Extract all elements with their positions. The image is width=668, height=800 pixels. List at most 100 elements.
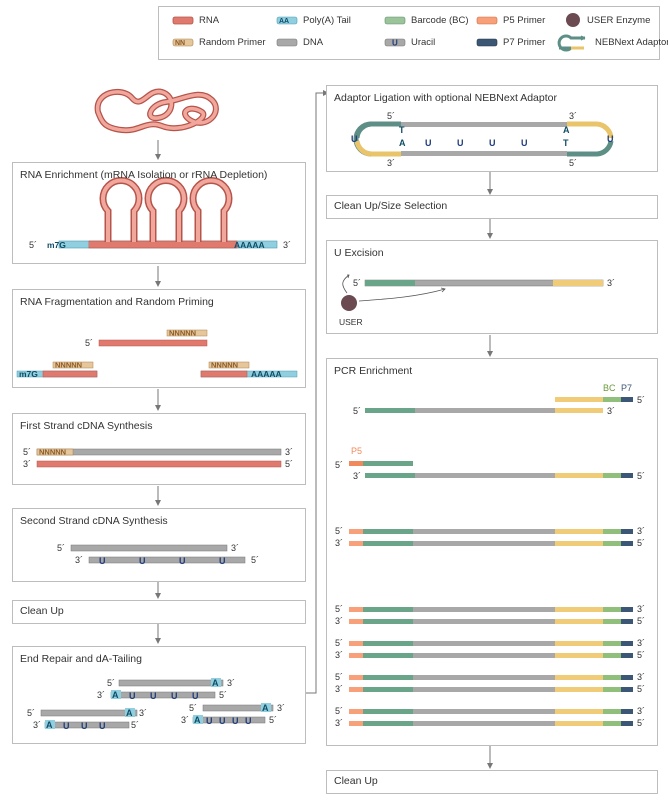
legend-dna-swatch	[276, 38, 298, 47]
svg-text:5´: 5´	[131, 720, 139, 730]
strand-end-label: 5´	[335, 526, 343, 536]
strand-end-label: 5´	[335, 672, 343, 682]
svg-text:NNNNN: NNNNN	[55, 361, 82, 370]
step-title: Adaptor Ligation with optional NEBNext A…	[334, 92, 557, 104]
strand-end-label: 5´	[335, 706, 343, 716]
svg-text:3´: 3´	[97, 690, 105, 700]
svg-text:A: A	[194, 715, 201, 725]
svg-text:5´: 5´	[387, 111, 395, 121]
legend-uracil-label: Uracil	[411, 37, 436, 48]
legend-barcode-label: Barcode (BC)	[411, 15, 469, 26]
strand-end-label: 3´	[335, 538, 343, 548]
svg-text:5´: 5´	[353, 406, 361, 416]
strand-end-label: 5´	[637, 616, 645, 626]
strand-end-label: 5´	[637, 650, 645, 660]
strand-end-label: 3´	[637, 526, 645, 536]
strand-end-label: 3´	[335, 616, 343, 626]
svg-text:T: T	[399, 125, 405, 135]
svg-text:U: U	[139, 556, 146, 566]
fragmentation-diagram: NNNNN 5´ NNNNN m7G NNNNN AAAAA	[16, 329, 298, 379]
svg-text:AA: AA	[279, 18, 289, 25]
strand-end-label: 3´	[637, 706, 645, 716]
step-title: RNA Fragmentation and Random Priming	[20, 296, 214, 308]
svg-text:3´: 3´	[33, 720, 41, 730]
step-second-strand: Second Strand cDNA Synthesis 5´ 3´ 3´ 5´…	[12, 508, 306, 582]
legend-user-enzyme-label: USER Enzyme	[587, 15, 651, 26]
svg-text:A: A	[112, 690, 119, 700]
strand-end-label: 5´	[637, 718, 645, 728]
legend-barcode-swatch	[384, 16, 406, 25]
svg-text:U: U	[457, 138, 464, 148]
svg-text:U: U	[392, 39, 398, 48]
svg-text:U: U	[351, 134, 358, 144]
svg-text:NNNNN: NNNNN	[211, 361, 238, 370]
strand-end-label: 3´	[335, 718, 343, 728]
svg-text:U: U	[219, 716, 226, 726]
step-first-strand: First Strand cDNA Synthesis 5´ NNNNN 3´ …	[12, 413, 306, 485]
svg-text:BC: BC	[603, 383, 616, 393]
legend-polya-label: Poly(A) Tail	[303, 15, 351, 26]
legend-p5-swatch	[476, 16, 498, 25]
step-title: Clean Up	[334, 775, 378, 787]
svg-text:U: U	[607, 134, 614, 144]
legend-glyphs: NN AA U	[172, 13, 586, 52]
strand-end-label: 5´	[637, 538, 645, 548]
step-rna-enrichment: RNA Enrichment (mRNA Isolation or rRNA D…	[12, 162, 306, 264]
svg-text:3´: 3´	[23, 459, 31, 469]
svg-text:5´: 5´	[353, 278, 361, 288]
svg-text:U: U	[489, 138, 496, 148]
svg-text:USER: USER	[339, 317, 363, 327]
svg-text:U: U	[129, 691, 136, 701]
second-strand-diagram: 5´ 3´ 3´ 5´ U U U U	[57, 543, 259, 566]
step-size-selection: Clean Up/Size Selection	[326, 195, 658, 219]
step-pcr-enrichment: PCR Enrichment BC P7 5´ 5´ 3´ P5 5´ 3´	[326, 358, 658, 746]
polya-label: AAAAA	[234, 240, 265, 250]
step-title: Second Strand cDNA Synthesis	[20, 515, 168, 527]
svg-text:m7G: m7G	[19, 369, 38, 379]
svg-text:3´: 3´	[387, 158, 395, 168]
step-title: PCR Enrichment	[334, 365, 413, 377]
svg-text:P7: P7	[621, 383, 632, 393]
svg-text:U: U	[81, 721, 88, 731]
legend-rna-label: RNA	[199, 15, 220, 26]
svg-text:5´: 5´	[335, 460, 343, 470]
legend-adaptor-swatch	[557, 34, 586, 52]
step-u-excision: U Excision 5´ 3´ USER	[326, 240, 658, 334]
legend-rna-swatch	[172, 16, 194, 25]
step-clean-up-1: Clean Up	[12, 600, 306, 624]
svg-text:3´: 3´	[285, 447, 293, 457]
legend-uracil-swatch: U	[384, 39, 406, 48]
strand-end-label: 3´	[637, 672, 645, 682]
pcr-diagram: BC P7 5´ 5´ 3´ P5 5´ 3´ 5´ 5´3´3´5´5´3´3…	[335, 383, 645, 728]
svg-text:5´: 5´	[85, 338, 93, 348]
step-adaptor-ligation: Adaptor Ligation with optional NEBNext A…	[326, 85, 658, 172]
svg-text:U: U	[179, 556, 186, 566]
step-clean-up-2: Clean Up	[326, 770, 658, 794]
pcr-products: 5´3´3´5´5´3´3´5´5´3´3´5´5´3´3´5´5´3´3´5´	[335, 526, 645, 728]
svg-text:5´: 5´	[637, 471, 645, 481]
svg-text:3´: 3´	[139, 708, 147, 718]
svg-text:5´: 5´	[285, 459, 293, 469]
adaptor-ligation-diagram: 5´ 5´ 3´ 3´ U U T A A T U U U U	[351, 111, 614, 168]
svg-text:5´: 5´	[251, 555, 259, 565]
legend-adaptor-label: NEBNext Adaptor	[595, 37, 668, 48]
svg-text:3´: 3´	[607, 278, 615, 288]
svg-text:U: U	[63, 721, 70, 731]
svg-text:A: A	[399, 138, 406, 148]
svg-text:U: U	[150, 691, 157, 701]
strand-end-label: 5´	[637, 684, 645, 694]
svg-text:3´: 3´	[231, 543, 239, 553]
step-title: End Repair and dA-Tailing	[20, 653, 142, 665]
svg-text:U: U	[425, 138, 432, 148]
svg-text:5´: 5´	[569, 158, 577, 168]
svg-text:3´: 3´	[277, 703, 285, 713]
svg-text:3´: 3´	[569, 111, 577, 121]
svg-text:U: U	[232, 716, 239, 726]
svg-text:U: U	[192, 691, 199, 701]
strand-end-label: 3´	[637, 604, 645, 614]
step-fragmentation: RNA Fragmentation and Random Priming NNN…	[12, 289, 306, 388]
legend-p5-label: P5 Primer	[503, 15, 546, 26]
svg-text:NNNNN: NNNNN	[169, 329, 196, 338]
svg-text:A: A	[126, 708, 133, 718]
user-enzyme	[341, 295, 357, 311]
